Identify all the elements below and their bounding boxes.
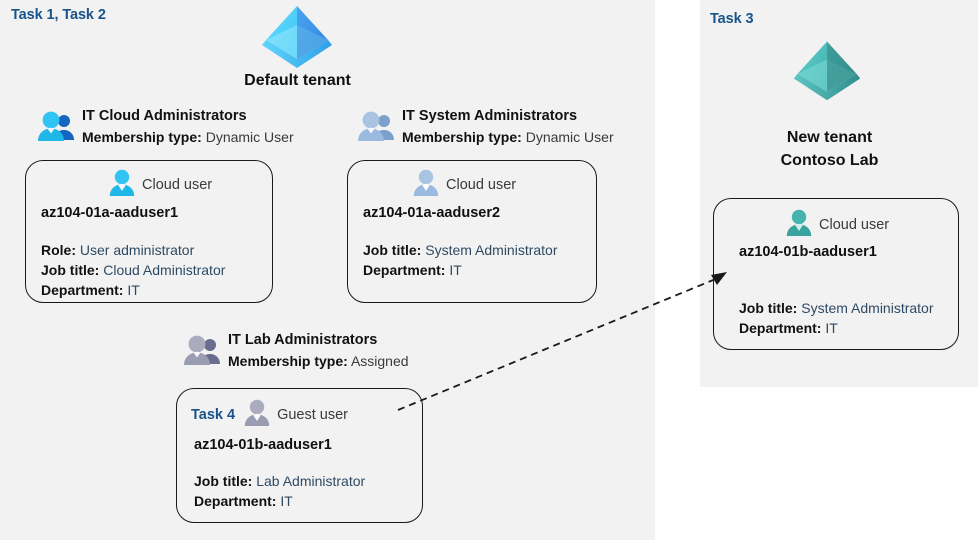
attr-value: IT xyxy=(449,261,462,278)
card-attr-row: Department: IT xyxy=(363,261,558,281)
card-user-kind: Cloud user xyxy=(446,177,517,193)
card-attr-row: Role: User administrator xyxy=(41,241,225,261)
attr-value: System Administrator xyxy=(801,300,934,316)
group-users-icon xyxy=(38,110,76,147)
task-tag-inline: Task 4 xyxy=(191,407,236,423)
group-name: IT System Administrators xyxy=(402,108,578,124)
attr-label: Department: xyxy=(739,319,822,336)
card-attr-row: Department: IT xyxy=(739,319,934,339)
card-upn: az104-01b-aaduser1 xyxy=(739,244,877,260)
card-attr-row: Department: IT xyxy=(41,281,225,301)
attr-label: Job title: xyxy=(363,242,422,258)
card-upn: az104-01b-aaduser1 xyxy=(194,437,332,453)
user-card-aaduser2-default[interactable]: Cloud user az104-01a-aaduser2 Job title:… xyxy=(347,160,597,303)
card-attributes: Role: User administrator Job title: Clou… xyxy=(41,241,225,301)
guest-user-icon xyxy=(244,399,270,431)
attr-value: User administrator xyxy=(79,242,195,258)
attr-label: Job title: xyxy=(739,300,798,316)
tenant-label-default: Default tenant xyxy=(244,72,351,89)
group-name: IT Lab Administrators xyxy=(228,332,378,348)
card-attr-row: Job title: System Administrator xyxy=(739,299,934,319)
card-attributes: Job title: System Administrator Departme… xyxy=(739,299,934,339)
attr-value: IT xyxy=(825,319,838,336)
group-users-icon xyxy=(184,334,222,371)
group-name: IT Cloud Administrators xyxy=(82,108,247,124)
cloud-user-icon xyxy=(413,169,439,201)
card-header: Task 4 Guest user xyxy=(191,399,348,431)
attr-label: Role: xyxy=(41,242,76,258)
card-user-kind: Cloud user xyxy=(142,177,213,193)
task-tag-left: Task 1, Task 2 xyxy=(11,7,106,23)
group-membership-label: Membership type: xyxy=(82,129,202,146)
user-card-aaduser1-contoso[interactable]: Cloud user az104-01b-aaduser1 Job title:… xyxy=(713,198,959,350)
tenant-label-new: New tenant Contoso Lab xyxy=(727,126,932,172)
attr-label: Job title: xyxy=(194,473,253,489)
azure-tenant-icon-new xyxy=(790,37,864,106)
attr-label: Department: xyxy=(194,492,277,509)
card-header: Cloud user xyxy=(109,169,212,201)
card-attributes: Job title: Lab Administrator Department:… xyxy=(194,472,365,512)
card-attr-row: Job title: System Administrator xyxy=(363,241,558,261)
card-header: Cloud user xyxy=(413,169,516,201)
card-attributes: Job title: System Administrator Departme… xyxy=(363,241,558,281)
group-users-icon xyxy=(358,110,396,147)
attr-value: Lab Administrator xyxy=(256,473,366,489)
cloud-user-icon xyxy=(109,169,135,201)
group-membership: Membership type: Assigned xyxy=(228,351,409,371)
group-membership: Membership type: Dynamic User xyxy=(82,127,294,147)
card-attr-row: Department: IT xyxy=(194,492,365,512)
group-membership-value: Dynamic User xyxy=(525,129,614,146)
attr-value: IT xyxy=(127,281,140,298)
card-user-kind: Cloud user xyxy=(819,217,890,233)
group-membership: Membership type: Dynamic User xyxy=(402,127,614,147)
attr-label: Department: xyxy=(41,281,124,298)
card-upn: az104-01a-aaduser2 xyxy=(363,205,501,221)
azure-tenant-icon xyxy=(258,2,336,73)
user-card-guest-aaduser1[interactable]: Task 4 Guest user az104-01b-aaduser1 Job… xyxy=(176,388,423,523)
group-membership-label: Membership type: xyxy=(228,353,348,370)
attr-label: Job title: xyxy=(41,261,100,278)
card-user-kind: Guest user xyxy=(277,407,348,423)
attr-value: Cloud Administrator xyxy=(103,261,226,278)
attr-value: System Administrator xyxy=(425,242,558,258)
card-attr-row: Job title: Cloud Administrator xyxy=(41,261,225,281)
group-membership-value: Dynamic User xyxy=(205,129,294,146)
group-membership-value: Assigned xyxy=(350,353,409,370)
card-upn: az104-01a-aaduser1 xyxy=(41,205,179,221)
card-attr-row: Job title: Lab Administrator xyxy=(194,472,365,492)
cloud-user-icon xyxy=(786,209,812,241)
attr-label: Department: xyxy=(363,261,446,278)
group-membership-label: Membership type: xyxy=(402,129,522,146)
task-tag-right: Task 3 xyxy=(710,11,754,27)
attr-value: IT xyxy=(280,492,293,509)
card-header: Cloud user xyxy=(786,209,889,241)
tenant-label-new-line2: Contoso Lab xyxy=(780,152,879,170)
tenant-label-new-line1: New tenant xyxy=(786,129,873,146)
user-card-aaduser1-default[interactable]: Cloud user az104-01a-aaduser1 Role: User… xyxy=(25,160,273,303)
